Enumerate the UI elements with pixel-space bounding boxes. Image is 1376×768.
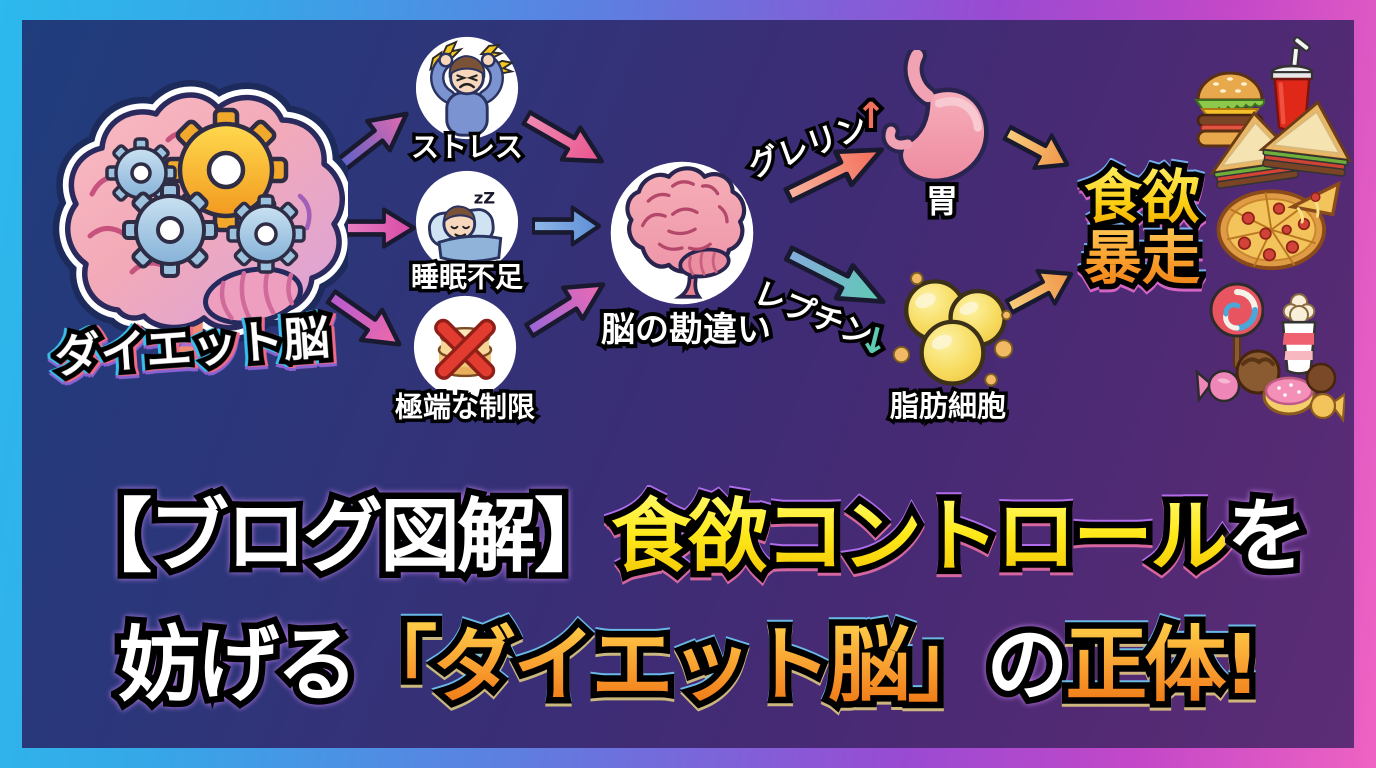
title-line-1: 【ブログ図解】【ブログ図解】食欲コントロール食欲コントロールをを [22,472,1354,590]
factor-restriction-label: 極端な制限極端な制限 [391,388,538,425]
stomach-icon [881,50,989,184]
title-prefix: 【ブログ図解】【ブログ図解】 [66,484,621,590]
thumbnail-canvas: ダイエット脳ダイエット脳 ストレスストレス zZ [22,20,1354,748]
fat-cells-icon [892,271,1014,387]
lollipop-icon [1209,282,1264,369]
cerebellum [203,266,303,326]
arrow-sleep-to-center [532,204,602,248]
sandwich-icon [1258,100,1352,177]
gear-icon [226,194,306,274]
arrow-stomach-to-result [996,113,1080,186]
parfait-icon [1281,293,1317,375]
diet-brain-illustration [48,78,348,354]
gear-icon [122,182,218,278]
factor-stress-label: ストレスストレス [407,128,526,165]
stomach-label: 胃胃 [922,181,962,222]
burger-icon [1194,71,1265,148]
sleeping-person-icon: zZ [415,170,519,274]
stress-person-icon [415,36,519,140]
ghrelin-up-arrow: ↑↑ [852,94,890,140]
factor-sleep-label: 睡眠不足睡眠不足 [407,258,526,295]
svg-text:zZ: zZ [474,189,496,208]
no-food-icon [413,295,517,399]
appetite-rampage-label: 食欲食欲 暴走暴走 [1078,161,1205,294]
soda-cup-icon [1270,36,1314,132]
gear-icon [163,107,289,233]
title-keyword-yellow: 食欲コントロール食欲コントロール [605,484,1237,590]
brain-icon [610,161,754,305]
title-keyword-orange: 「ダイエット脳」「ダイエット脳」 [349,612,996,720]
title-keyword-orange2: 正体!正体! [1059,612,1267,720]
arrow-brain-to-sleep [339,206,417,250]
fat-cells-label: 脂肪細胞脂肪細胞 [886,387,1009,425]
sweets-icon [1195,349,1345,423]
arrow-stress-to-center [514,98,616,182]
pizza-icon [1216,180,1341,271]
center-node-label: 脳の勘違い脳の勘違い [597,308,775,351]
